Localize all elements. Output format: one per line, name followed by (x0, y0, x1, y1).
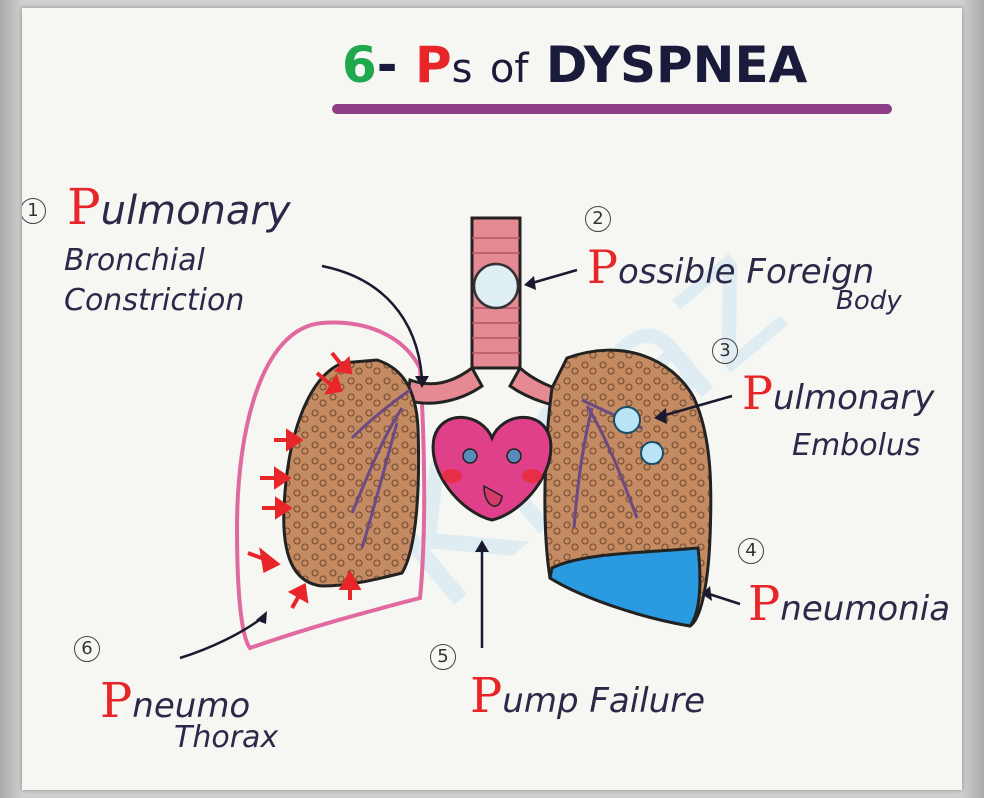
label-2-cap: P (587, 240, 618, 294)
number-5: 5 (430, 644, 456, 670)
label-pump-failure: Pump Failure (470, 668, 705, 724)
label-thorax: Thorax (174, 720, 278, 755)
left-lung (284, 360, 419, 586)
number-3: 3 (712, 338, 738, 364)
embolus-2 (641, 442, 663, 464)
label-body: Body (836, 286, 902, 316)
label-pulmonary-3: Pulmonary (742, 366, 934, 420)
label-6-cap: P (100, 673, 132, 729)
label-constriction: Constriction (64, 283, 244, 318)
label-pneumonia: Pneumonia (748, 576, 950, 632)
label-4-cap: P (748, 576, 780, 632)
number-2: 2 (585, 206, 611, 232)
embolus-1 (614, 407, 640, 433)
diagram-paper: 6- Ps of DYSPNEA Kinaz (22, 8, 962, 790)
number-4: 4 (738, 538, 764, 564)
number-6: 6 (74, 636, 100, 662)
label-5-cap: P (470, 668, 502, 724)
label-4-rest: neumonia (780, 589, 950, 629)
foreign-body (474, 264, 518, 308)
label-3-rest: ulmonary (773, 378, 934, 418)
label-1-rest: ulmonary (101, 188, 291, 234)
label-pulmonary-1: Pulmonary (67, 178, 291, 236)
label-bronchial: Bronchial (64, 243, 205, 278)
label-1-cap: P (67, 178, 101, 236)
label-embolus: Embolus (792, 428, 921, 463)
pneumonia-fluid (550, 548, 700, 626)
label-3-cap: P (742, 366, 773, 420)
label-possible-foreign: Possible Foreign (587, 240, 874, 294)
label-5-rest: ump Failure (502, 681, 705, 721)
